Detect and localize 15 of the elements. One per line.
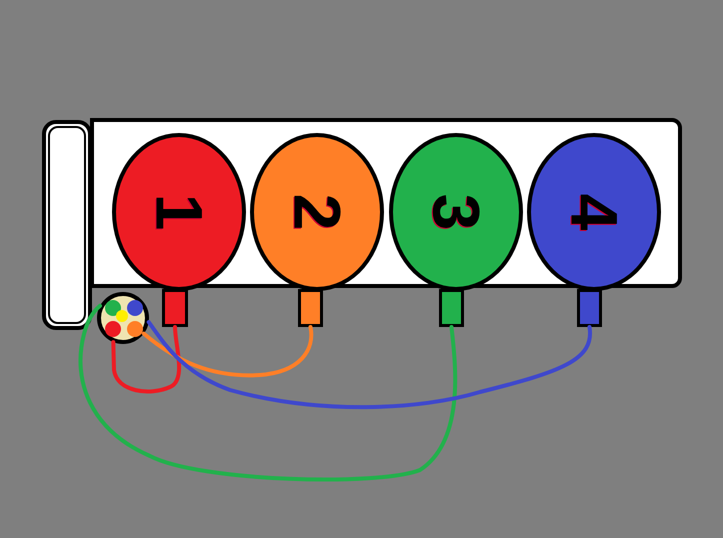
wire — [146, 320, 592, 410]
number-label: 2 — [279, 194, 355, 230]
wire — [111, 325, 182, 394]
round-plug — [97, 292, 149, 344]
wire — [78, 304, 458, 482]
socket — [162, 289, 188, 327]
number-label: 3 — [418, 194, 494, 230]
power-strip-body — [90, 118, 682, 288]
socket — [439, 289, 464, 327]
wire — [142, 325, 314, 378]
number-label: 4 — [556, 194, 632, 230]
number-label: 1 — [141, 194, 217, 230]
end-cap — [42, 120, 92, 330]
socket — [577, 289, 602, 327]
socket — [298, 289, 323, 327]
